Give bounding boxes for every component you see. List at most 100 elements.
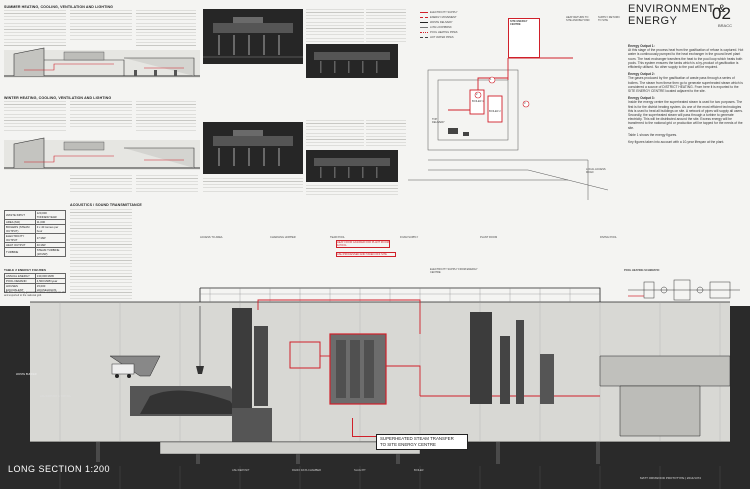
heat-to-pools-callout: HEAT FROM GASIFIER FOR PLANT ROOM & POOL [336,240,390,249]
winter-heading: WINTER HEATING, COOLING, VENTILATION AND… [4,96,112,100]
table-cell: 3 x 40 tonnes per hour [34,224,67,234]
pool-heating-schematic [628,279,740,301]
steam-transfer-leader-h [352,436,376,437]
long-section-labels: ACCESS TO AREA CHARGING HOPPER TEAR POOL FO… [200,236,660,244]
page-title-line1: ENVIRONMENT & [628,3,726,15]
energy-note-text: Inside the energy centre the superheated… [628,100,743,130]
site-energy-centre-label: SITE ENERGY CENTRE [510,20,528,27]
site-energy-centre-box: SITE ENERGY CENTRE [508,18,540,58]
legend-label: HOT WATER PIPES [430,35,454,39]
winter-lower-text-4 [306,185,398,197]
table-2-heading: TABLE 2 ENERGY FIGURES [4,268,47,272]
table-cell: STEAM TURBINE (18 MW) [34,247,67,257]
table-cell: WASTE INPUT [4,210,36,220]
legend-swatch [420,32,428,33]
energy-note-text: Table 1 shows the energy figures. [628,132,678,137]
winter-text-3 [136,101,196,131]
table-row: BOILERS (STEAM OUTPUT)3 x 40 tonnes per … [4,224,67,234]
winter-notes-b [366,120,406,148]
summer-notes-b [366,9,406,43]
energy-note-title: Energy Output 3: [628,96,655,101]
energy-note-text: Key figures taken into account with a 10… [628,140,725,145]
page-number: 02 [712,4,731,23]
table-cell: 15,000 HOUSEHOLDS [34,283,67,293]
table-cell: BOILERS (STEAM OUTPUT) [4,224,36,234]
marker-3: 3 [524,102,526,105]
steam-transfer-leader [352,418,353,436]
legend-swatch [420,37,428,38]
table-2-note: NB: The electricity generated will be us… [4,291,66,298]
heat-return-label-1: HEAT RETURN TO SITE AND BEYOND [566,16,590,23]
ash-deposit-tipping-label: ASH DEPOSIT & TIPPING [40,395,71,398]
top-delivery-label: TOP DELIVERY [432,118,445,125]
electricity-callout: ELECTRICITY SUPPLY FROM ENERGY CENTRE [430,268,478,275]
winter-lower-text-2 [136,175,198,193]
energy-note-text: At this stage of the process heat from t… [628,48,744,70]
winter-render-2 [306,150,398,182]
steam-transfer-line1: SUPERHEATED STEAM TRANSFER [380,436,454,441]
energy-note-text: The gases produced by the gasification o… [628,76,743,94]
steam-transfer-line2: TO SITE ENERGY CENTRE [380,442,436,447]
summer-notes-a [306,9,364,43]
long-section-label: TEAR POOL [330,236,345,239]
energy-note: Table 1 shows the energy figures. [628,133,746,137]
energy-note: Key figures taken into account with a 10… [628,140,746,144]
long-section-label: PLANT ROOM [480,236,498,239]
legend-swatch [420,17,428,18]
legend-item: LOW LOOP/BRNK [420,25,500,30]
summer-render-1 [203,9,303,64]
legend-label: ENERGY MOVEMENT [430,15,457,19]
table-cell: 120,000 TONNES/YEAR [34,210,67,220]
long-section-label: FOAM SUPPLY [400,236,419,239]
energy-note-title: Energy Output 2: [628,72,655,77]
energy-note: Energy Output 3:Inside the energy centre… [628,96,746,130]
summer-text-2 [70,10,132,40]
acoustics-text-1 [70,209,132,305]
winter-notes-a [306,120,364,148]
winter-text-2 [70,101,132,129]
waste-bunker-label: WASTE BUNKER [16,373,37,376]
energy-schematic [408,57,608,200]
acoustics-heading: ACOUSTICS / SOUND TRANSMITTANCE [70,203,142,207]
pool-schematic-label: POOL HEATING SCHEMATIC [624,269,660,272]
legend-swatch [420,12,428,13]
summer-section-drawing [4,47,200,78]
long-section-label: DIVING POOL [600,236,617,239]
legend-label: LOW LOOP/BRNK [430,25,452,29]
long-section-label: CHARGING HOPPER [270,236,296,239]
energy-note: Energy Output 2:The gases produced by th… [628,72,746,93]
legend-swatch [420,22,428,23]
legend-item: ENERGY MOVEMENT [420,15,500,20]
winter-section-drawing [4,137,200,170]
legend-item: ELECTRICITY SUPPLY [420,10,500,15]
energy-notes: Energy Output 1:At this stage of the pro… [628,44,746,147]
legend-label: POOL HEATING PIPES [430,30,458,34]
energy-note: Energy Output 1:At this stage of the pro… [628,44,746,69]
page-title-line2: ENERGY [628,15,678,27]
legend-swatch [420,27,428,28]
legend-label: WASTE DELIVERY [430,20,453,24]
bottom-label-1: ASH DEPOSIT [232,469,250,472]
legend-item: POOL HEATING PIPES [420,30,500,35]
legend-label: ELECTRICITY SUPPLY [430,10,458,14]
winter-lower-text-3 [203,178,303,194]
summer-text-3 [136,10,196,46]
legend-item: WASTE DELIVERY [420,20,500,25]
local-access-label: LOCAL ACCESS ROAD [586,168,606,175]
steam-transfer-callout: SUPERHEATED STEAM TRANSFER TO SITE ENERG… [376,434,468,450]
long-section-title: LONG SECTION 1:200 [8,464,111,474]
credit-line: MATT ORNWOOD PROTOTYPE | 2014/1374 [640,476,701,480]
marker-1: 1 [490,78,492,81]
ash-note-callout: ASH PROCESSED AND TAKEN OFF SITE [336,252,396,258]
boiler-1-label: BOILER 1 [472,100,484,103]
long-section-label: ACCESS TO AREA [200,236,223,239]
bottom-label-4: BOILER [414,469,424,472]
legend-item: HOT WATER PIPES [420,35,500,40]
summer-heading: SUMMER HEATING, COOLING, VENTILATION AND… [4,5,114,9]
